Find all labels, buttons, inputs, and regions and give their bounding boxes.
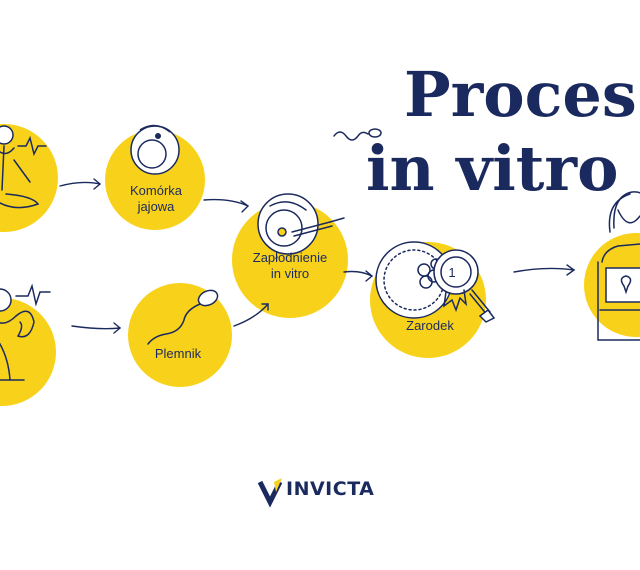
- logo-text: INVICTA: [286, 478, 375, 500]
- page-title: Proces in vitro: [360, 58, 637, 206]
- sperm-circle: [128, 283, 232, 387]
- mother-circle: [584, 191, 640, 341]
- sperm-label: Plemnik: [154, 346, 202, 361]
- invicta-logo-mark: [257, 478, 283, 508]
- title-line-2: in vitro: [366, 132, 619, 205]
- arrow-man-to-sperm: [71, 325, 121, 330]
- arrow-sperm-to-fertilization: [233, 303, 269, 327]
- man-circle: [0, 283, 56, 406]
- embryo-badge: 1: [448, 265, 455, 280]
- decorative-sperm: [333, 128, 382, 141]
- arrow-embryo-to-mother: [513, 267, 575, 273]
- embryo-label: Zarodek: [406, 318, 454, 333]
- arrow-woman-to-egg: [59, 181, 101, 187]
- title-line-1: Proces: [404, 58, 637, 131]
- egg-cell-label: Komórka jajowa: [129, 183, 183, 214]
- arrow-egg-to-fertilization: [203, 198, 249, 207]
- woman-circle: [0, 124, 58, 232]
- fertilization-circle: [232, 193, 348, 318]
- flow-arrows: [59, 178, 576, 334]
- egg-cell-circle: [105, 124, 205, 230]
- fertilization-label: Zapłodnienie in vitro: [252, 250, 328, 281]
- embryo-circle: 1: [370, 241, 496, 358]
- invicta-logo: INVICTA: [286, 478, 374, 500]
